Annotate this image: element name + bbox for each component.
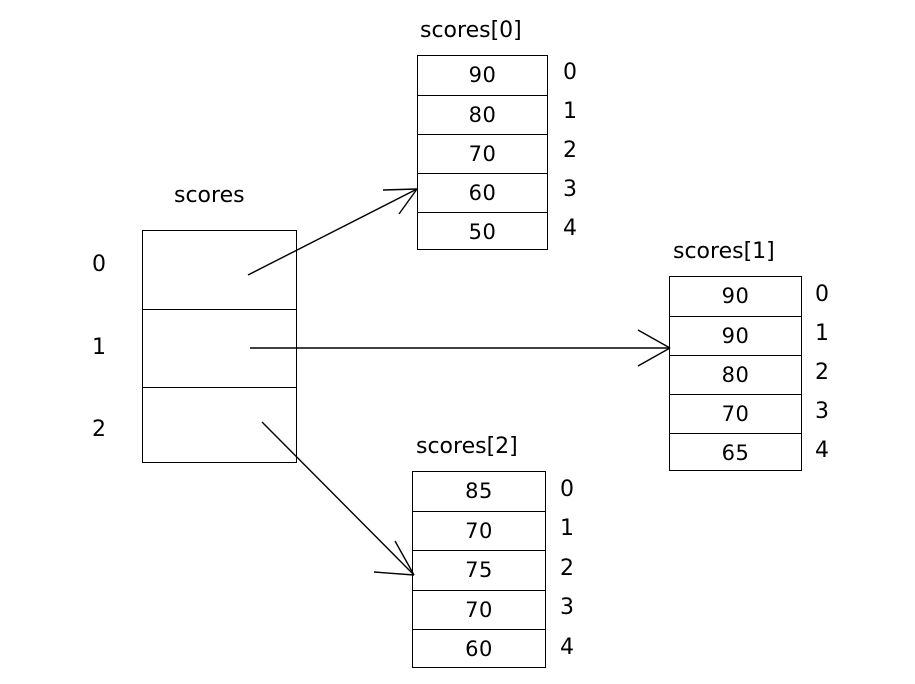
sub-array-1-index-0: 0 bbox=[815, 282, 829, 307]
sub-array-2-index-1: 1 bbox=[560, 516, 574, 541]
sub-array-0-cell-3[interactable]: 60 bbox=[418, 173, 547, 212]
sub-array-0-cell-0[interactable]: 90 bbox=[468, 63, 497, 87]
arrow-scores-1 bbox=[250, 329, 671, 367]
sub-array-1-index-3: 3 bbox=[815, 399, 829, 424]
sub-array-0-title: scores[0] bbox=[420, 18, 522, 43]
sub-array-1-box: 90 90 80 70 65 bbox=[669, 276, 802, 471]
pointer-array-index-2: 2 bbox=[92, 417, 106, 442]
sub-array-0-cell-4[interactable]: 50 bbox=[418, 212, 547, 251]
sub-array-1-cell-4[interactable]: 65 bbox=[670, 433, 801, 472]
sub-array-0-index-4: 4 bbox=[563, 216, 577, 241]
sub-array-2-index-4: 4 bbox=[560, 635, 574, 660]
pointer-array-cell-0[interactable] bbox=[143, 231, 296, 309]
sub-array-2-box: 85 70 75 70 60 bbox=[412, 471, 546, 668]
pointer-array-index-0: 0 bbox=[92, 252, 106, 277]
sub-array-2-title: scores[2] bbox=[416, 434, 518, 459]
pointer-array-cell-2[interactable] bbox=[143, 387, 296, 464]
sub-array-0-index-3: 3 bbox=[563, 177, 577, 202]
sub-array-1-cell-0[interactable]: 90 bbox=[721, 284, 750, 308]
pointer-array-cell-1[interactable] bbox=[143, 309, 296, 387]
sub-array-2-index-2: 2 bbox=[560, 556, 574, 581]
sub-array-1-cell-2[interactable]: 80 bbox=[670, 355, 801, 394]
pointer-array-title: scores bbox=[174, 183, 245, 208]
pointer-array-index-1: 1 bbox=[92, 335, 106, 360]
sub-array-2-cell-2[interactable]: 75 bbox=[413, 550, 545, 590]
sub-array-2-cell-4[interactable]: 60 bbox=[413, 629, 545, 669]
sub-array-2-index-0: 0 bbox=[560, 477, 574, 502]
sub-array-0-index-2: 2 bbox=[563, 138, 577, 163]
sub-array-1-index-2: 2 bbox=[815, 360, 829, 385]
pointer-array-box bbox=[142, 230, 297, 463]
sub-array-1-index-1: 1 bbox=[815, 321, 829, 346]
sub-array-2-cell-1[interactable]: 70 bbox=[413, 511, 545, 550]
sub-array-1-index-4: 4 bbox=[815, 438, 829, 463]
sub-array-2-index-3: 3 bbox=[560, 595, 574, 620]
sub-array-0-cell-1[interactable]: 80 bbox=[418, 95, 547, 134]
sub-array-0-index-0: 0 bbox=[563, 60, 577, 85]
sub-array-1-cell-3[interactable]: 70 bbox=[670, 394, 801, 433]
sub-array-2-cell-0[interactable]: 85 bbox=[465, 479, 493, 503]
sub-array-0-cell-2[interactable]: 70 bbox=[418, 134, 547, 173]
sub-array-0-box: 90 80 70 60 50 bbox=[417, 55, 548, 250]
sub-array-0-index-1: 1 bbox=[563, 99, 577, 124]
sub-array-1-title: scores[1] bbox=[673, 239, 775, 264]
sub-array-2-cell-3[interactable]: 70 bbox=[413, 590, 545, 629]
sub-array-1-cell-1[interactable]: 90 bbox=[670, 316, 801, 355]
